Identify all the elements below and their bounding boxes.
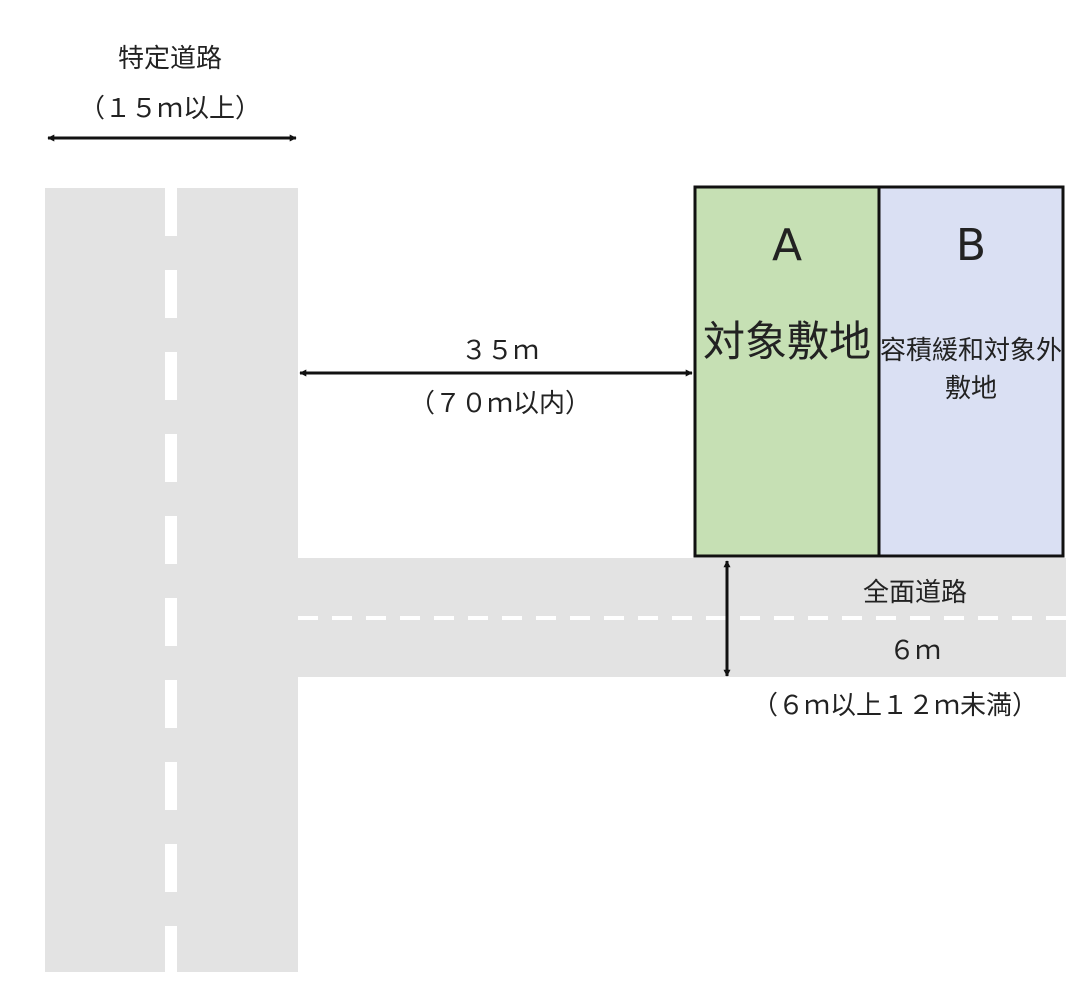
site-b — [877, 185, 1065, 558]
site-b-name: 容積緩和対象外敷地 — [879, 336, 1062, 404]
site-a — [693, 185, 881, 558]
front-road-name: 全面道路 — [862, 578, 967, 608]
distance-value: ３５ｍ — [460, 336, 539, 366]
specified-road-name: 特定道路 — [117, 44, 222, 74]
specified-road-width: （１５ｍ以上） — [78, 94, 261, 124]
front-road-range: （６ｍ以上１２ｍ未満） — [751, 691, 1038, 721]
site-a-name: 対象敷地 — [702, 317, 871, 366]
specified-road — [45, 188, 298, 972]
site-b-letter: B — [955, 220, 987, 271]
site-a-letter: A — [771, 220, 803, 271]
distance-condition: （７０ｍ以内） — [408, 389, 591, 419]
front-road-width: ６ｍ — [888, 636, 941, 666]
